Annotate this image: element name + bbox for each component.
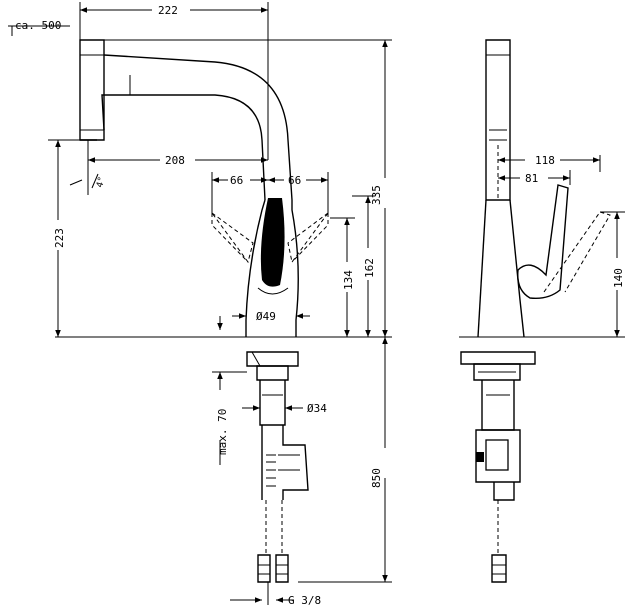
dim-base-diameter: Ø49 xyxy=(256,310,276,323)
dim-total-height: 335 xyxy=(370,185,383,205)
dim-hose-length: 850 xyxy=(370,468,383,488)
dim-max-thickness: max. 70 xyxy=(216,409,229,455)
dim-side-reach-81: 81 xyxy=(525,172,538,185)
dim-spout-reach: 222 xyxy=(158,4,178,17)
dim-outlet-height: 223 xyxy=(53,228,66,248)
side-view: 118 81 140 xyxy=(459,39,625,583)
dim-lever-height-a: 134 xyxy=(342,270,355,290)
dim-shank-diameter: Ø34 xyxy=(307,402,327,415)
dim-side-reach-118: 118 xyxy=(535,154,555,167)
dim-spray-reach: 208 xyxy=(165,154,185,167)
dim-side-height-140: 140 xyxy=(612,268,625,288)
dim-swivel-left: 66 xyxy=(230,174,243,187)
dim-connection: G 3/8 xyxy=(288,594,321,607)
front-view: ca. 500 222 335 208 4° 66 66 22 xyxy=(8,2,392,607)
dim-lever-height-b: 162 xyxy=(363,258,376,278)
dim-ca-500: ca. 500 xyxy=(15,19,61,32)
dim-angle: 4° xyxy=(95,176,107,189)
dim-swivel-right: 66 xyxy=(288,174,301,187)
